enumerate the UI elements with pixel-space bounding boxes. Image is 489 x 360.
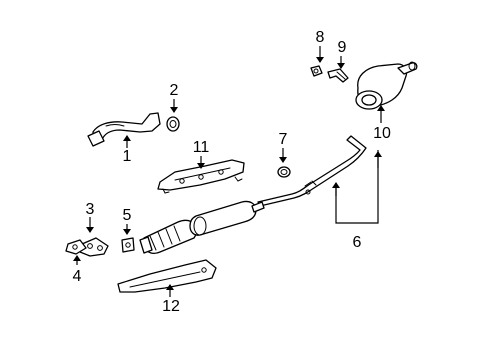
part-front-pipe [87,112,161,147]
part-upper-heat-shield [157,159,245,194]
part-lower-heat-shield [117,259,217,293]
callout-labels: 1 2 3 4 5 6 7 8 9 10 11 12 [73,29,391,315]
part-square-gasket [121,237,135,253]
callout-1: 1 [123,148,132,165]
callout-arrows [73,46,385,297]
callout-2: 2 [170,82,179,99]
callout-10: 10 [373,125,391,142]
part-center-pipe [257,135,367,207]
part-hanger-bracket [327,68,349,83]
part-flange-gasket [65,239,87,255]
callout-11: 11 [193,139,210,156]
callout-5: 5 [123,207,132,224]
callout-6: 6 [353,234,362,251]
part-resonator [189,200,265,236]
callout-7: 7 [279,131,288,148]
callout-4: 4 [73,268,82,285]
part-clamp-ring [277,166,291,178]
part-catalytic-converter [139,219,199,254]
callout-3: 3 [86,201,95,218]
callout-8: 8 [316,29,325,46]
part-gasket-ring [166,116,180,132]
part-gasket-plate [79,237,109,257]
part-mount-clip [310,65,323,77]
callout-9: 9 [338,39,347,56]
part-muffler [355,61,418,110]
leader-6 [335,150,379,224]
callout-12: 12 [162,298,180,315]
